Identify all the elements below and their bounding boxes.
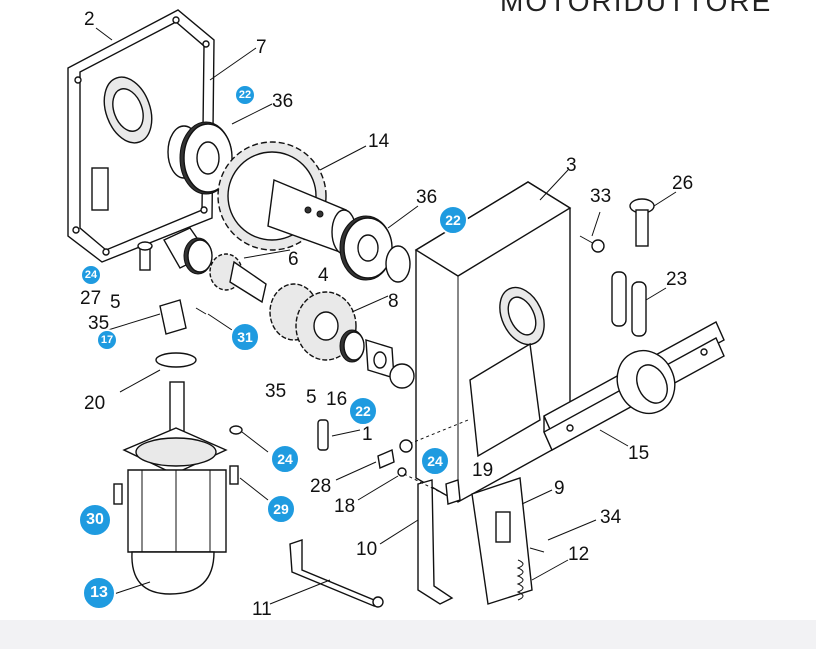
diagram-title: MOTORIDUTTORE [500, 0, 773, 17]
part-number-badge: 31 [230, 322, 260, 352]
part-19 [445, 479, 461, 505]
part-spring-rod [269, 519, 597, 608]
part-number-badge: 17 [96, 329, 118, 351]
part-number-badge: 24 [420, 446, 450, 476]
part-number-badge: 30 [78, 503, 112, 537]
part-number-label: 35 [265, 381, 287, 402]
part-number-label: 11 [252, 599, 272, 620]
part-number-label: 18 [334, 496, 356, 517]
part-plate [67, 9, 257, 263]
part-number-label: 2 [84, 9, 95, 30]
part-number-badge: 29 [266, 494, 296, 524]
part-number-label: 26 [672, 173, 694, 194]
part-number-label: 10 [356, 539, 378, 560]
part-number-badge: 24 [270, 444, 300, 474]
part-number-label: 27 [80, 288, 102, 309]
part-number-label: 34 [600, 507, 622, 528]
part-gear-train [163, 227, 415, 389]
part-oring [155, 352, 197, 368]
part-number-label: 19 [472, 460, 494, 481]
part-fasteners-right [579, 191, 677, 337]
part-number-badge: 22 [348, 396, 378, 426]
part-bearing-lower [339, 205, 419, 283]
part-number-label: 20 [84, 393, 106, 414]
part-number-label: 14 [368, 131, 390, 152]
part-number-label: 16 [326, 389, 348, 410]
part-number-label: 12 [568, 544, 590, 565]
part-small-left [107, 241, 233, 335]
part-housing [403, 169, 572, 503]
part-number-label: 3 [566, 155, 577, 176]
part-number-badge: 13 [82, 576, 116, 610]
part-motor [113, 381, 228, 595]
part-number-label: 5 [110, 292, 121, 313]
footer-bar [0, 620, 816, 649]
part-bar [543, 321, 725, 451]
part-number-label: 33 [590, 186, 612, 207]
part-motor-screws [113, 425, 269, 505]
part-plate-9 [471, 477, 553, 605]
part-key-screws [317, 419, 413, 501]
part-number-label: 5 [306, 387, 317, 408]
part-number-label: 36 [416, 187, 438, 208]
part-number-label: 8 [388, 291, 399, 312]
part-number-label: 36 [272, 91, 294, 112]
part-number-label: 28 [310, 476, 332, 497]
part-bearing-upper [167, 103, 273, 195]
part-number-badge: 22 [438, 205, 468, 235]
part-number-badge: 24 [80, 264, 102, 286]
part-number-label: 6 [288, 249, 299, 270]
part-number-badge: 22 [234, 84, 256, 106]
part-number-label: 35 [88, 313, 110, 334]
part-number-label: 9 [554, 478, 565, 499]
part-number-label: 1 [362, 424, 373, 445]
part-bracket-10 [417, 479, 454, 605]
part-number-label: 23 [666, 269, 688, 290]
part-number-label: 4 [318, 265, 329, 286]
part-number-label: 15 [628, 443, 650, 464]
part-number-label: 7 [256, 37, 267, 58]
part-gear-shaft [217, 141, 367, 255]
